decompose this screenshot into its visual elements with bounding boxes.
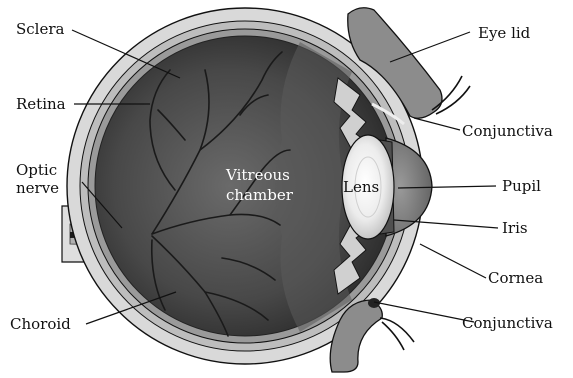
label-sclera: Sclera [16,20,65,38]
label-conjunctiva-upper: Conjunctiva [462,122,553,140]
label-retina: Retina [16,95,66,113]
label-lens: Lens [343,178,379,196]
label-pupil: Pupil [502,177,541,195]
label-iris: Iris [502,219,528,237]
label-optic-nerve-2: nerve [16,179,59,197]
label-vitreous-2: chamber [226,186,294,204]
label-conjunctiva-lower: Conjunctiva [462,314,553,332]
label-vitreous-1: Vitreous [225,166,290,184]
label-eye-lid: Eye lid [478,24,531,42]
label-optic-nerve-1: Optic [16,161,57,179]
label-cornea: Cornea [488,269,543,287]
label-choroid: Choroid [10,315,71,333]
eyelashes-lower [380,318,414,350]
